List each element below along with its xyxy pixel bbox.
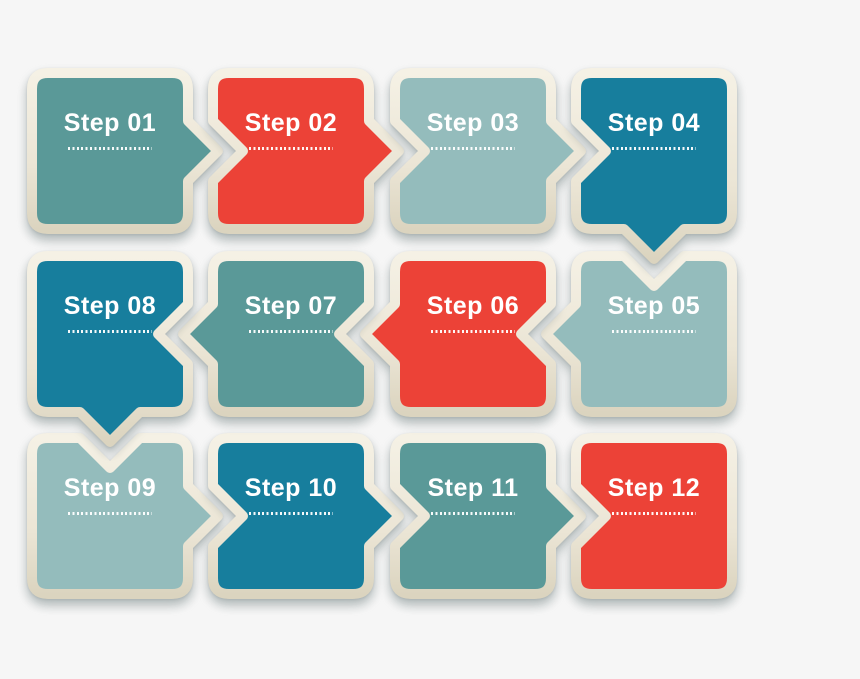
step-shape [27, 251, 193, 447]
step-shape-arrow [390, 433, 586, 599]
step-shape [27, 433, 223, 599]
step-shape-arrow [208, 433, 404, 599]
step-shape-arrow [571, 68, 737, 264]
step-shape [390, 68, 586, 234]
step-shape-arrow [27, 251, 193, 447]
step-shape [390, 433, 586, 599]
step-shape-arrow [390, 68, 586, 234]
step-shape [571, 68, 737, 264]
step-shape [541, 251, 737, 417]
step-shape [360, 251, 556, 417]
step-shape-arrow [208, 68, 404, 234]
step-shape [208, 68, 404, 234]
step-shape-arrow [27, 68, 223, 234]
step-shape [571, 433, 737, 599]
step-shape-arrow [27, 433, 223, 599]
step-shape [178, 251, 374, 417]
step-shape [208, 433, 404, 599]
step-shape-arrow [178, 251, 374, 417]
step-shape-arrow [571, 433, 737, 599]
step-box-04: Step 04 [541, 38, 767, 264]
step-shape-arrow [541, 251, 737, 417]
step-shape-arrow [360, 251, 556, 417]
step-shape [27, 68, 223, 234]
